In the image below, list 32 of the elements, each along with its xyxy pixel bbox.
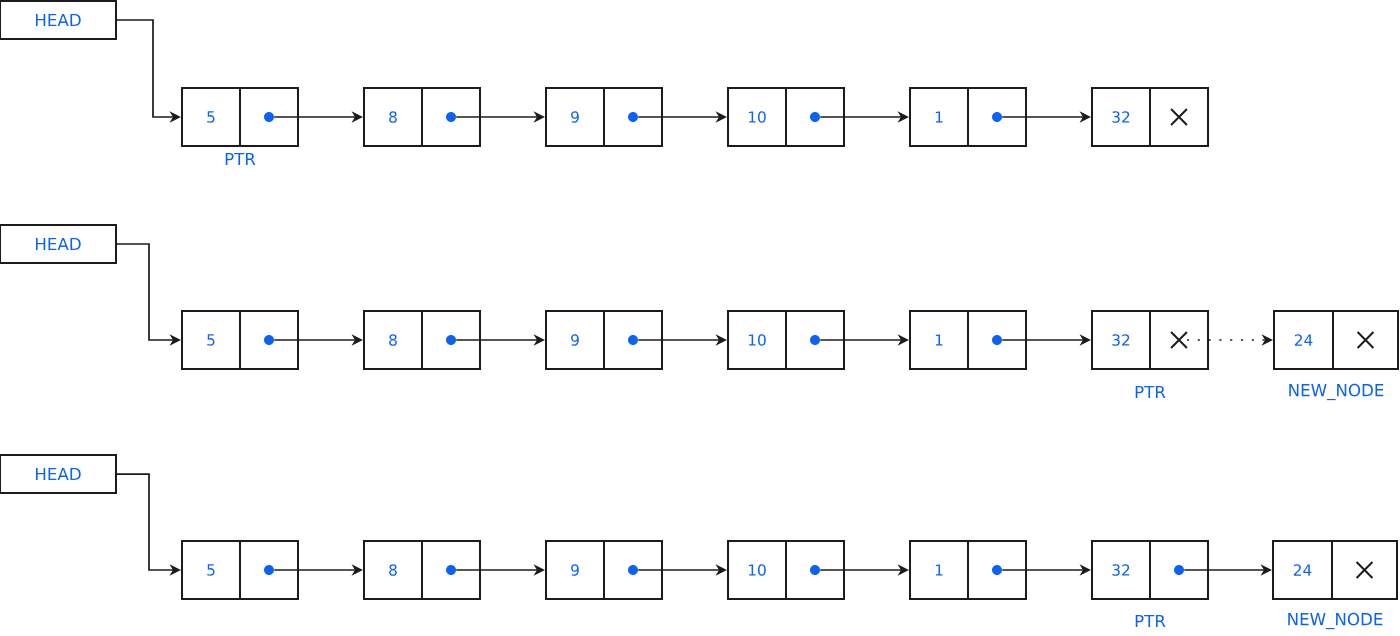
head-box: HEAD bbox=[0, 0, 117, 40]
null-cross bbox=[1355, 561, 1374, 579]
list-node-box: 1 bbox=[909, 310, 1027, 370]
list-node-box: 5 bbox=[181, 310, 299, 370]
node-caption: PTR bbox=[1135, 385, 1166, 399]
list-node-box: 1 bbox=[909, 87, 1027, 147]
list-node-box: 8 bbox=[363, 310, 481, 370]
null-cross bbox=[1356, 331, 1375, 349]
list-node-box: 10 bbox=[727, 87, 845, 147]
list-node-box: 8 bbox=[363, 87, 481, 147]
list-node-box: 5 bbox=[181, 540, 299, 600]
node-caption: PTR bbox=[225, 152, 256, 166]
list-node-box: 32 bbox=[1091, 540, 1209, 600]
list-node-box: 32 bbox=[1091, 310, 1209, 370]
list-node-box: 9 bbox=[545, 87, 663, 147]
list-node-box: 32 bbox=[1091, 87, 1209, 147]
head-box: HEAD bbox=[0, 454, 117, 494]
list-node-box: 1 bbox=[909, 540, 1027, 600]
node-caption: NEW_NODE bbox=[1288, 612, 1383, 630]
list-node-box: 10 bbox=[727, 540, 845, 600]
node-caption: NEW_NODE bbox=[1289, 383, 1384, 401]
node-caption: PTR bbox=[1135, 614, 1166, 628]
list-node-box: 24 bbox=[1273, 310, 1399, 370]
list-node-box: 9 bbox=[545, 540, 663, 600]
head-box: HEAD bbox=[0, 224, 117, 264]
list-node-box: 9 bbox=[545, 310, 663, 370]
list-node-box: 8 bbox=[363, 540, 481, 600]
list-node-box: 24 bbox=[1272, 540, 1398, 600]
null-cross bbox=[1170, 331, 1188, 349]
list-node-box: 5 bbox=[181, 87, 299, 147]
null-cross bbox=[1170, 108, 1188, 126]
list-node-box: 10 bbox=[727, 310, 845, 370]
